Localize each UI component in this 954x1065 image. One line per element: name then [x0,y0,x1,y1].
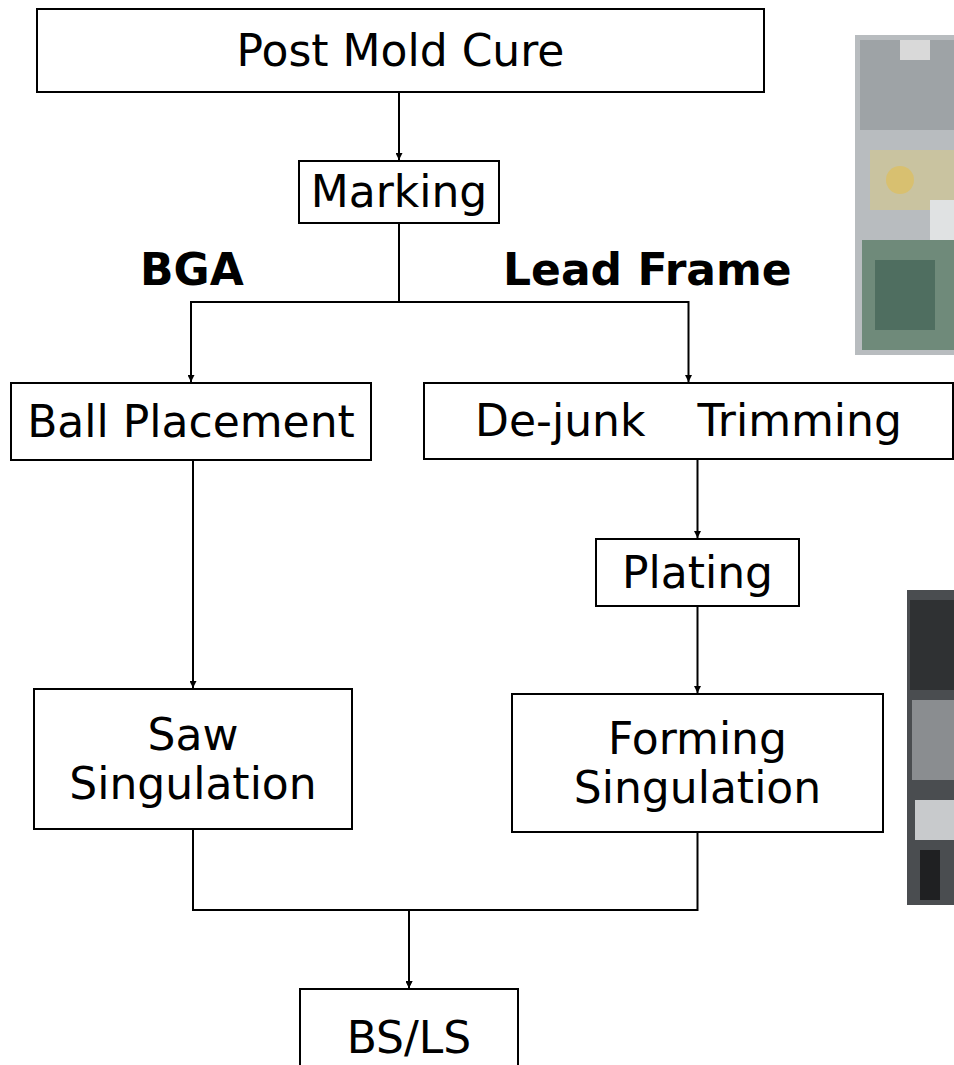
box-text: De-junk [475,396,645,445]
process-box: BS/LS [299,988,519,1065]
box-text: Trimming [697,396,902,445]
box-text: Marking [311,167,488,216]
box-text: Plating [622,548,773,597]
flow-arrow [697,607,699,693]
process-box: Ball Placement [10,382,372,461]
process-box: Post Mold Cure [36,8,765,93]
flow-arrow [398,93,400,160]
process-box: De-junk Trimming [423,382,954,460]
box-text: BS/LS [347,1013,472,1062]
process-box: Plating [595,538,800,607]
box-text: Post Mold Cure [237,26,565,75]
box-text: Saw Singulation [45,710,341,809]
flow-arrow [409,833,698,988]
process-box: Saw Singulation [33,688,353,830]
box-text: Ball Placement [27,397,355,446]
flow-arrow [192,461,194,688]
machine-photo [855,35,954,355]
branch-label: BGA [140,246,244,294]
process-box: Marking [298,160,500,224]
branch-label: Lead Frame [503,246,792,294]
flow-arrow [193,830,409,988]
box-text: Forming Singulation [523,714,872,813]
machine-photo [907,590,954,905]
process-box: Forming Singulation [511,693,884,833]
flow-arrow [697,460,699,538]
